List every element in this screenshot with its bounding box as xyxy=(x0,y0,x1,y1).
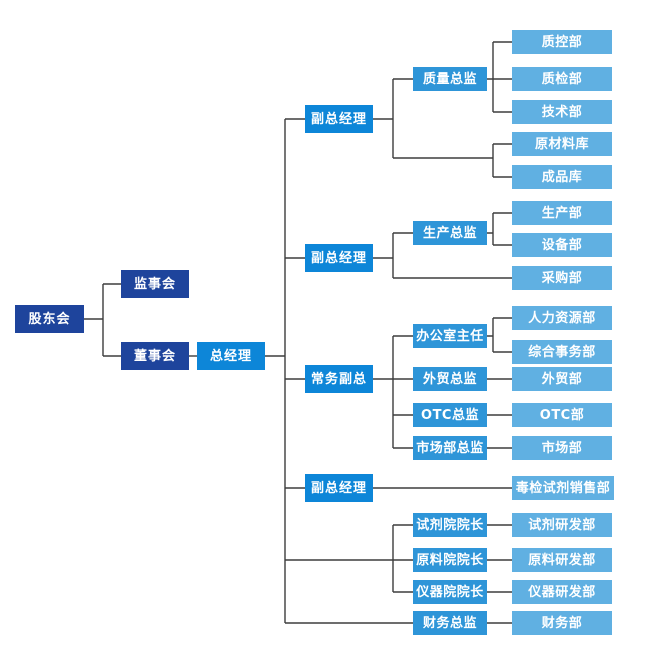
node-marketing-dept: 市场部 xyxy=(512,436,612,460)
node-general-manager: 总经理 xyxy=(197,342,265,370)
node-material-rd-dept: 原料研发部 xyxy=(512,548,612,572)
wire-shareholders-branch xyxy=(84,283,121,357)
node-supervisory-board: 监事会 xyxy=(121,270,189,298)
wire-executive-branch xyxy=(373,335,413,449)
node-finance-dept: 财务部 xyxy=(512,611,612,635)
node-raw-material-warehouse: 原材料库 xyxy=(512,132,612,156)
node-hr-dept: 人力资源部 xyxy=(512,306,612,330)
node-finished-goods-warehouse: 成品库 xyxy=(512,165,612,189)
node-quality-director: 质量总监 xyxy=(413,67,487,91)
wire-deputy1-branch xyxy=(373,78,512,178)
wire-deputy2-branch xyxy=(373,232,512,279)
node-equipment-dept: 设备部 xyxy=(512,233,612,257)
node-material-institute-dean: 原料院院长 xyxy=(413,548,487,572)
wire-direct-links xyxy=(373,378,512,624)
node-instrument-institute-dean: 仪器院院长 xyxy=(413,580,487,604)
node-instrument-rd-dept: 仪器研发部 xyxy=(512,580,612,604)
wire-production-branch xyxy=(487,212,512,246)
node-office-director: 办公室主任 xyxy=(413,324,487,348)
node-drug-test-reagent-sales-dept: 毒检试剂销售部 xyxy=(512,476,614,500)
node-executive-deputy-gm: 常务副总 xyxy=(305,365,373,393)
node-reagent-institute-dean: 试剂院院长 xyxy=(413,513,487,537)
node-technical-dept: 技术部 xyxy=(512,100,612,124)
node-general-affairs-dept: 综合事务部 xyxy=(512,340,612,364)
node-deputy-gm-1: 副总经理 xyxy=(305,105,373,133)
wire-office-branch xyxy=(487,317,512,353)
node-foreign-trade-director: 外贸总监 xyxy=(413,367,487,391)
node-production-director: 生产总监 xyxy=(413,221,487,245)
node-otc-director: OTC总监 xyxy=(413,403,487,427)
wire-trunk-stubs xyxy=(285,118,413,624)
node-production-dept: 生产部 xyxy=(512,201,612,225)
node-qc-dept: 质控部 xyxy=(512,30,612,54)
node-shareholders-meeting: 股东会 xyxy=(15,305,84,333)
node-marketing-director: 市场部总监 xyxy=(413,436,487,460)
node-board-of-directors: 董事会 xyxy=(121,342,189,370)
node-finance-director: 财务总监 xyxy=(413,611,487,635)
node-quality-inspection-dept: 质检部 xyxy=(512,67,612,91)
node-otc-dept: OTC部 xyxy=(512,403,612,427)
node-deputy-gm-3: 副总经理 xyxy=(305,474,373,502)
wire-dean-bracket xyxy=(392,524,413,593)
node-reagent-rd-dept: 试剂研发部 xyxy=(512,513,612,537)
wire-quality-branch xyxy=(487,41,512,113)
node-foreign-trade-dept: 外贸部 xyxy=(512,367,612,391)
node-deputy-gm-2: 副总经理 xyxy=(305,244,373,272)
node-purchasing-dept: 采购部 xyxy=(512,266,612,290)
